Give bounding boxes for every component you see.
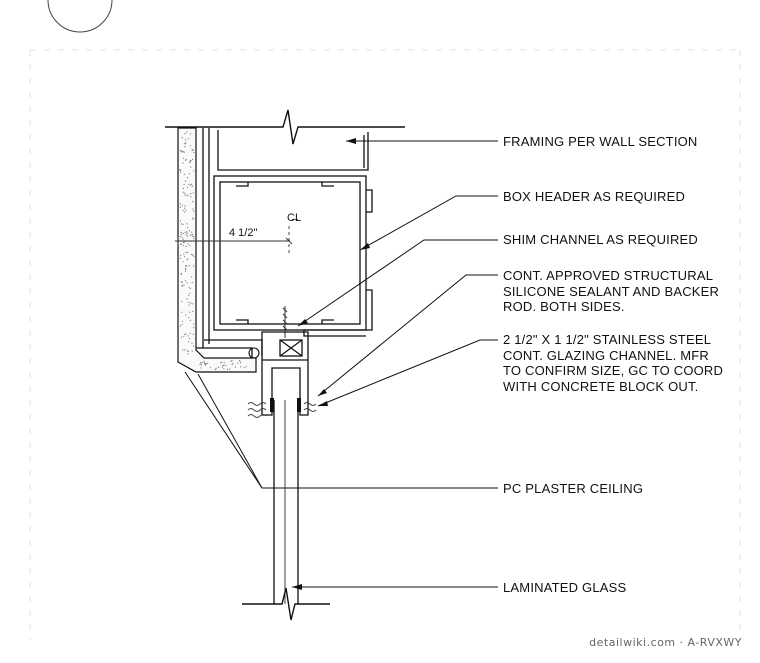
shim-channel [303,189,373,337]
callout-plaster-ceiling: PC PLASTER CEILING [503,481,643,497]
callout-line: SHIM CHANNEL AS REQUIRED [503,232,699,247]
callout-line: ROD. BOTH SIDES. [503,299,625,314]
sealant-beads [270,398,301,412]
break-waves [247,402,317,418]
callout-line: WITH CONCRETE BLOCK OUT. [503,378,699,394]
callout-framing: FRAMING PER WALL SECTION [503,134,698,150]
plaster-ceiling [177,127,257,373]
callout-box-header: BOX HEADER AS REQUIRED [503,189,685,205]
callout-line: CONT. GLAZING CHANNEL. MFR [503,347,709,363]
callout-line: 2 1/2" X 1 1/2" STAINLESS STEEL [503,332,712,347]
backer-rod [248,347,260,359]
laminated-glass [273,400,299,604]
callout-line: FRAMING PER WALL SECTION [503,134,698,149]
top-break-line [165,109,405,145]
callout-line: BOX HEADER AS REQUIRED [503,189,686,204]
framing-channel [217,130,369,171]
callout-line: PC PLASTER CEILING [503,481,644,496]
dimension-4-1-2 [175,226,293,256]
callout-line: LAMINATED GLASS [503,580,627,595]
callout-line: TO CONFIRM SIZE, GC TO COORD [503,363,724,378]
box-header [213,175,367,331]
sheet-border [29,49,741,640]
callout-sealant: CONT. APPROVED STRUCTURAL SILICONE SEALA… [503,268,719,315]
watermark: detailwiki.com · A-RVXWY [589,636,742,649]
centerline-symbol: C̶L [287,212,302,224]
callout-glazing-channel: 2 1/2" X 1 1/2" STAINLESS STEEL CONT. GL… [503,332,723,394]
sheet-tag-circle [47,0,113,33]
leader-lines [184,140,498,588]
dimension-label: 4 1/2" [229,227,258,239]
fastener [282,306,288,338]
callout-line: CONT. APPROVED STRUCTURAL [503,268,714,283]
callout-shim-channel: SHIM CHANNEL AS REQUIRED [503,232,698,248]
callout-laminated-glass: LAMINATED GLASS [503,580,626,596]
leader-arrowheads [292,138,370,590]
callout-line: SILICONE SEALANT AND BACKER [503,283,720,299]
bottom-break-line [242,587,330,621]
